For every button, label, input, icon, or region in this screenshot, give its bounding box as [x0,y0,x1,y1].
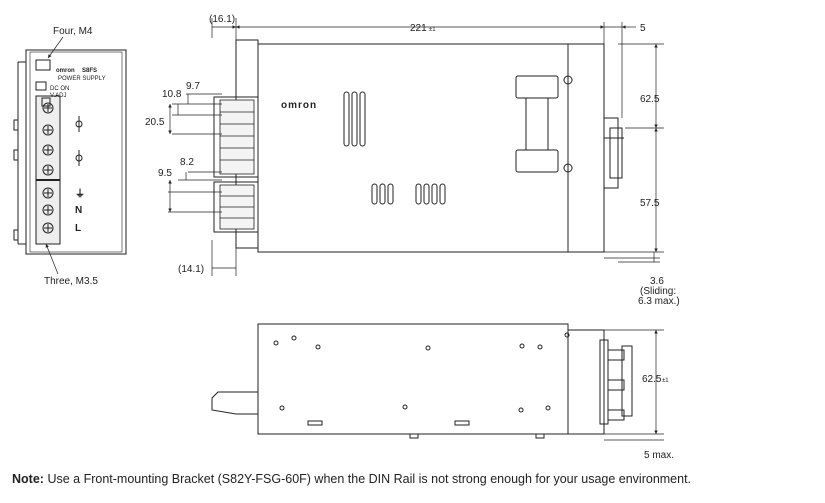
dim-terminal-pitch-c: 8.2 [180,157,194,168]
product-type-label: POWER SUPPLY [58,76,106,82]
side-dimensions [168,18,664,276]
dim-width-tol: ±1 [429,27,436,33]
dim-slide: 3.6 [650,276,664,287]
bottom-dimensions [604,329,664,441]
terminal-screw [42,102,54,114]
dim-slide-note-1: (Sliding: [640,286,676,297]
dim-terminal-pitch-d: 9.5 [158,168,172,179]
dim-terminal-span: 20.5 [145,117,165,128]
dim-rail-offset: 5 [640,23,646,34]
dim-bottom-offset: (14.1) [178,264,204,275]
indicator-dc-on: DC ON [50,86,69,92]
terminal-l-label: L [75,223,81,234]
side-brand-label: omron [281,100,317,111]
dim-width: 221 [410,23,427,34]
note-text: Use a Front-mounting Bracket (S82Y-FSG-6… [47,472,692,486]
dim-bottom-max: 5 max. [644,450,674,461]
dim-rail-bottom: 57.5 [640,198,660,209]
indicator-vadj: V.ADJ [50,93,66,99]
callout-four-m4: Four, M4 [53,26,93,37]
terminal-n-label: N [75,205,82,216]
usage-note: Note: Use a Front-mounting Bracket (S82Y… [12,472,691,486]
dim-height-tol: ±1 [662,378,669,384]
brand-label: omron [56,68,75,74]
dim-terminal-pitch-b: 10.8 [162,89,182,100]
note-label: Note: [12,472,44,486]
dim-terminal-pitch-a: 9.7 [186,81,200,92]
front-view [13,49,127,255]
ground-symbol: ⏚ [75,188,85,200]
dim-height: 62.5 [642,374,662,385]
dim-slide-note-2: 6.3 max.) [638,296,680,307]
callout-three-m35: Three, M3.5 [44,276,98,287]
dim-rail-top: 62.5 [640,94,660,105]
dim-top-offset: (16.1) [209,14,235,25]
model-label: S8FS [82,68,97,74]
bottom-view [211,323,633,439]
side-view [213,39,624,253]
